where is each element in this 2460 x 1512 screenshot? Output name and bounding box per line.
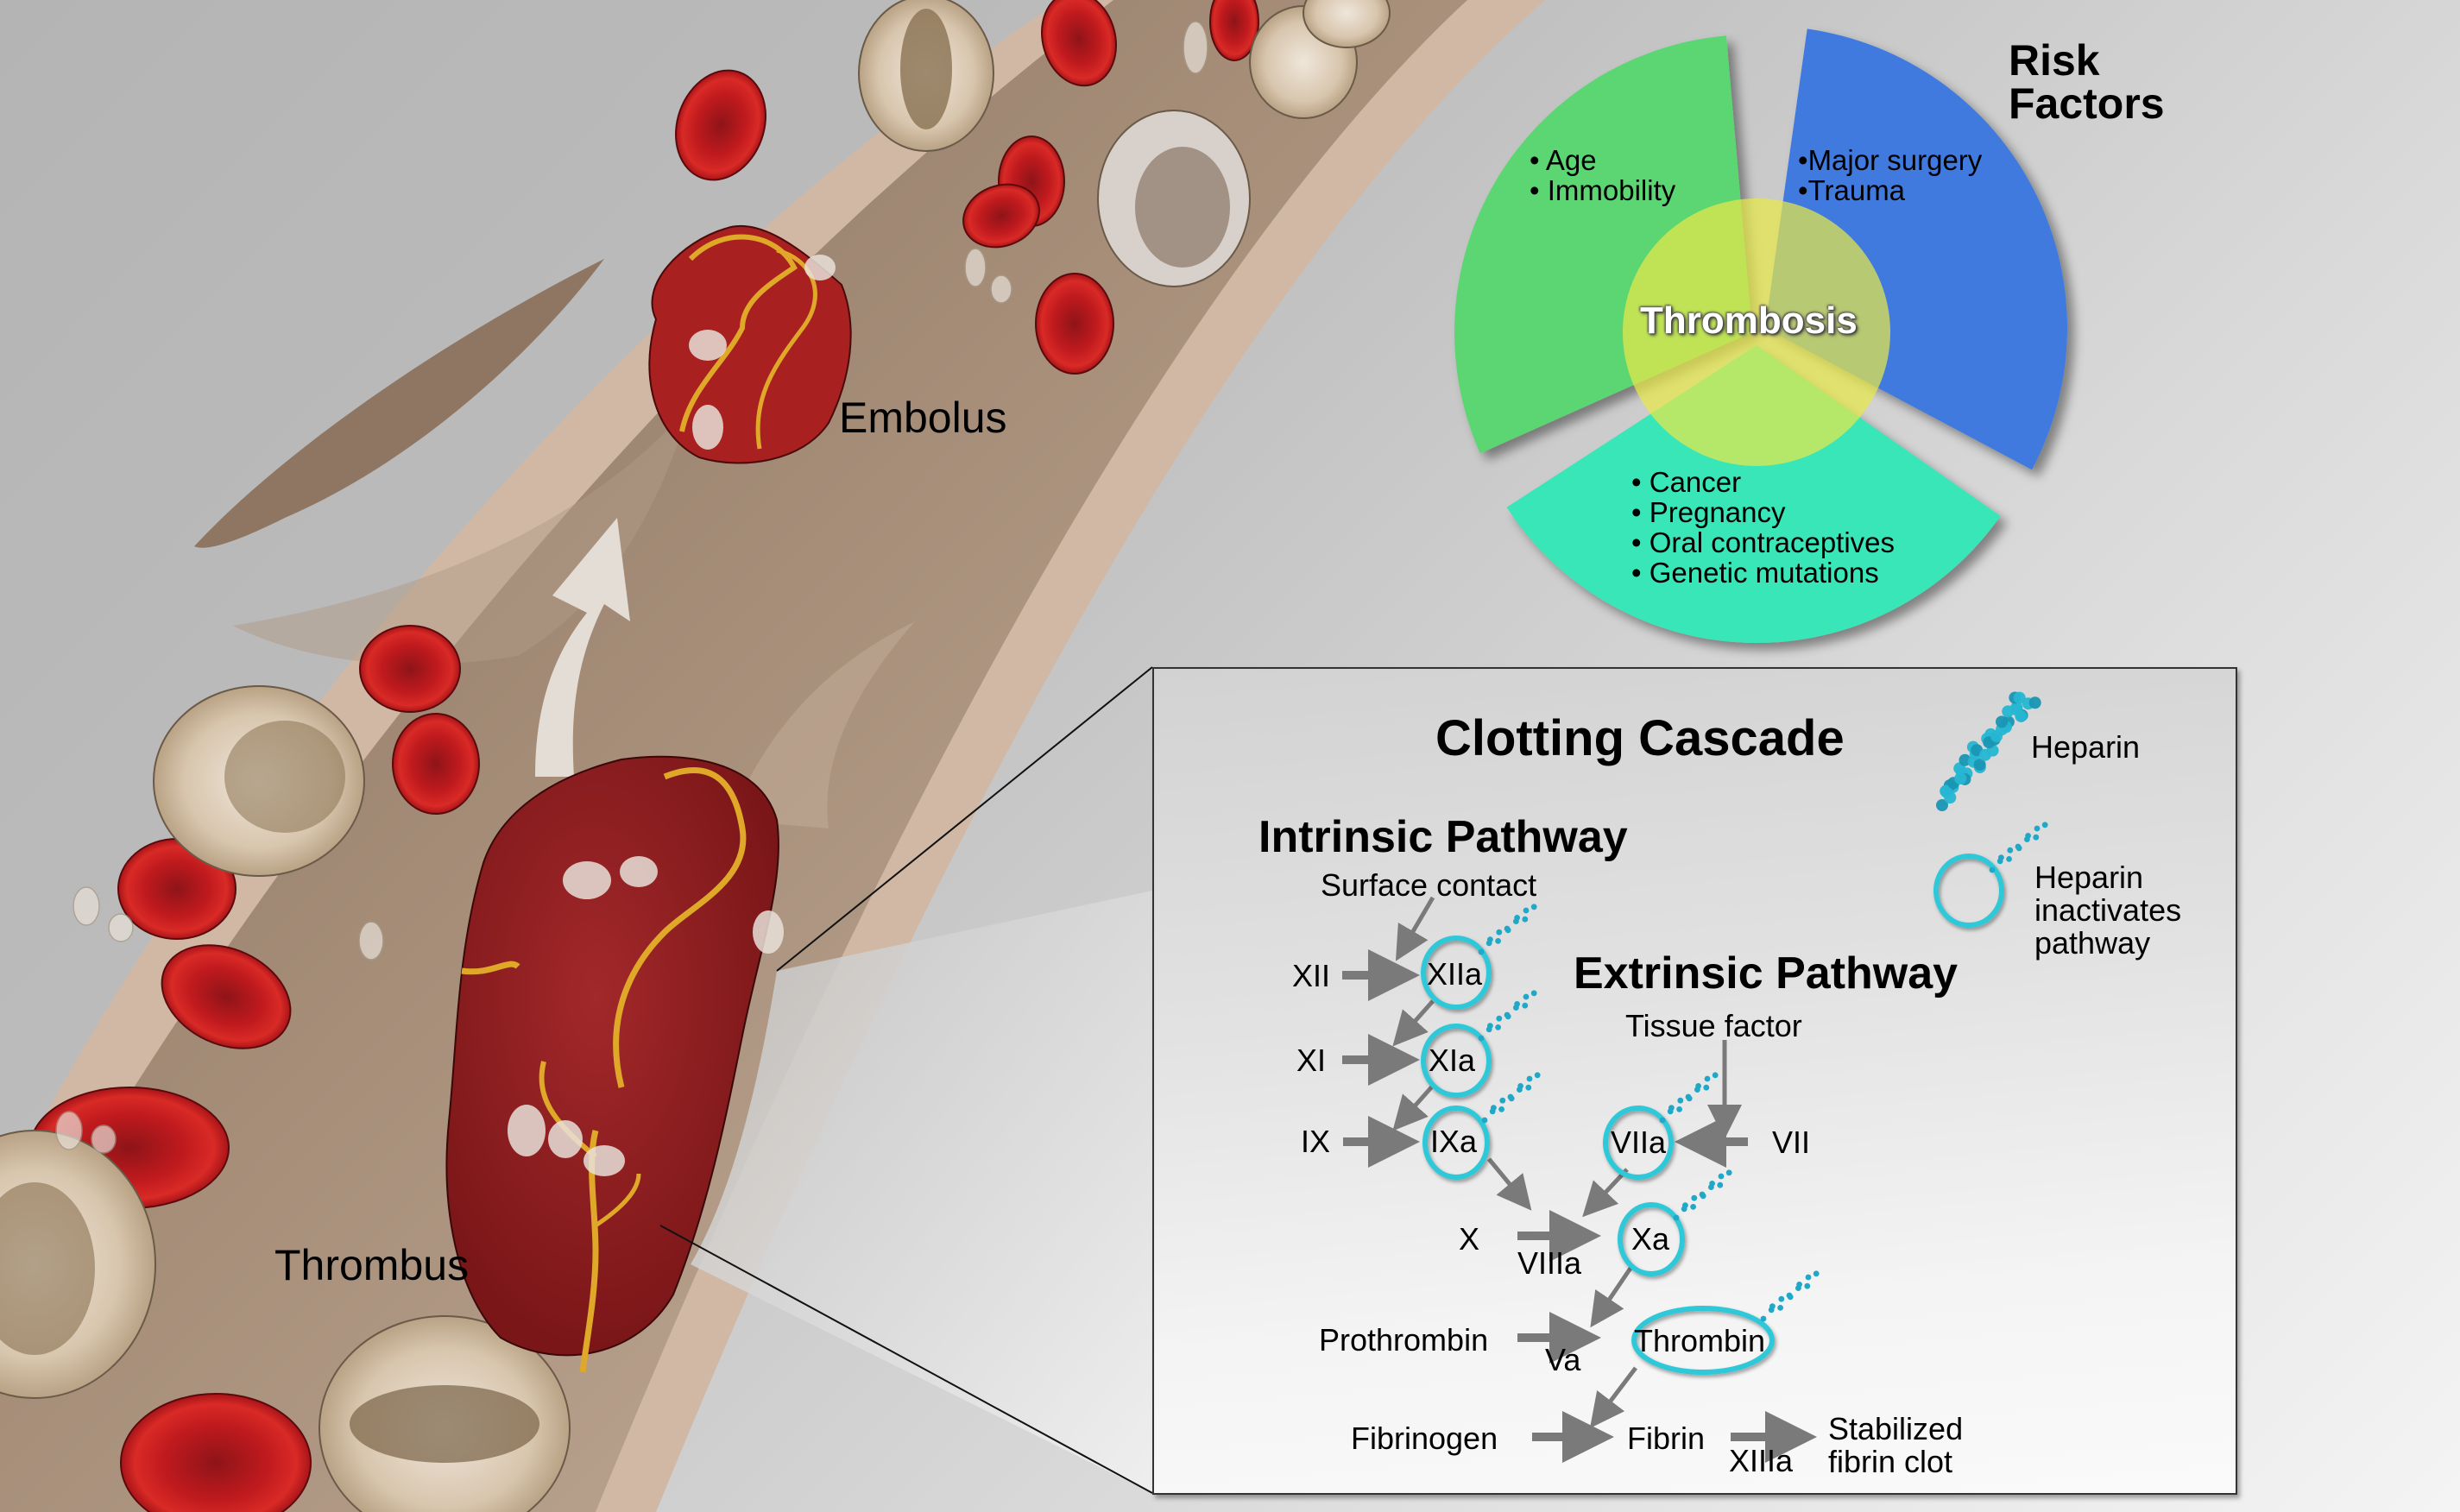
red-blood-cell <box>1209 0 1259 61</box>
factor-xiia: XIIa <box>1427 956 1483 992</box>
risk-list-teal: • Cancer • Pregnancy • Oral contraceptiv… <box>1631 467 1895 588</box>
white-blood-cell <box>1303 0 1391 48</box>
cofactor-va: Va <box>1545 1342 1581 1377</box>
risk-item: • Oral contraceptives <box>1631 526 1895 558</box>
platelet <box>55 1111 83 1150</box>
platelet <box>108 913 134 942</box>
red-blood-cell <box>359 625 461 713</box>
embolus <box>648 224 852 464</box>
legend-heparin-label: Heparin <box>2031 729 2141 765</box>
platelets <box>55 21 1208 1154</box>
platelet <box>964 248 987 287</box>
intrinsic-pathway-title: Intrinsic Pathway <box>1258 812 1628 862</box>
white-blood-cell-nucleus <box>1135 147 1230 268</box>
clot-line: fibrin clot <box>1828 1444 1953 1479</box>
risk-factors-title: Risk Factors <box>2009 39 2165 125</box>
callout-line-bottom <box>659 1225 1153 1494</box>
legend-line: Heparin <box>2034 860 2144 895</box>
branch-lumen <box>194 259 604 548</box>
factor-xia: XIa <box>1429 1043 1476 1078</box>
clotting-cascade-panel <box>1152 667 2237 1495</box>
risk-item: • Immobility <box>1530 174 1676 206</box>
risk-list-green: • Age • Immobility <box>1530 145 1675 205</box>
red-blood-cell <box>675 69 766 181</box>
factor-xi: XI <box>1296 1043 1327 1078</box>
red-blood-cell <box>1035 273 1114 375</box>
factor-xii: XII <box>1292 958 1331 993</box>
risk-title-line2: Factors <box>2009 79 2165 128</box>
thrombus-label: Thrombus <box>274 1241 470 1289</box>
stabilized-fibrin-clot-label: Stabilized fibrin clot <box>1828 1413 1963 1478</box>
red-blood-cell <box>392 713 480 815</box>
risk-item: • Pregnancy <box>1631 496 1786 528</box>
thrombin-label: Thrombin <box>1634 1323 1766 1358</box>
red-blood-cell <box>962 183 1040 249</box>
white-blood-cell-nucleus <box>900 9 952 129</box>
red-blood-cell <box>1041 0 1117 87</box>
fibrinogen-label: Fibrinogen <box>1351 1421 1498 1456</box>
factor-x: X <box>1459 1221 1480 1257</box>
risk-item: • Cancer <box>1631 466 1742 498</box>
thrombosis-label: Thrombosis <box>1640 299 1858 342</box>
factor-ix: IX <box>1301 1124 1331 1159</box>
surface-contact-label: Surface contact <box>1321 867 1537 903</box>
factor-viia: VIIa <box>1611 1125 1667 1160</box>
risk-item: •Trauma <box>1798 174 1906 206</box>
fibrin-label: Fibrin <box>1627 1421 1706 1456</box>
cofactor-xiiia: XIIIa <box>1729 1443 1794 1478</box>
white-blood-cells <box>0 0 1391 1512</box>
valve-leaflet <box>729 621 915 828</box>
platelet <box>990 274 1012 304</box>
platelet <box>91 1125 117 1154</box>
risk-title-line1: Risk <box>2009 36 2100 85</box>
extrinsic-pathway-title: Extrinsic Pathway <box>1574 948 1959 999</box>
factor-xa: Xa <box>1631 1221 1670 1257</box>
factor-vii: VII <box>1772 1125 1811 1160</box>
platelet <box>1183 21 1208 74</box>
legend-line: inactivates <box>2034 892 2182 928</box>
risk-item: • Genetic mutations <box>1631 557 1879 589</box>
white-blood-cell-nucleus <box>0 1182 95 1355</box>
red-blood-cell <box>161 944 292 1049</box>
vessel-lumen <box>0 0 1467 1512</box>
risk-item: • Age <box>1530 144 1597 176</box>
flow-arrow <box>535 518 630 777</box>
risk-list-blue: •Major surgery •Trauma <box>1798 145 1982 205</box>
callout-wedge <box>691 891 1152 1493</box>
cofactor-viiia: VIIIa <box>1517 1245 1582 1281</box>
legend-line: pathway <box>2034 925 2151 961</box>
cascade-title: Clotting Cascade <box>1435 710 1845 766</box>
legend-inactivates-label: Heparin inactivates pathway <box>2034 861 2181 960</box>
clot-line: Stabilized <box>1828 1411 1964 1446</box>
platelet <box>358 921 384 961</box>
thrombus <box>445 755 784 1373</box>
risk-item: •Major surgery <box>1798 144 1983 176</box>
platelet <box>73 886 100 926</box>
callout-line-top <box>776 666 1153 972</box>
prothrombin-label: Prothrombin <box>1319 1322 1489 1358</box>
white-blood-cell-nucleus <box>350 1385 539 1463</box>
tissue-factor-label: Tissue factor <box>1625 1008 1802 1043</box>
red-blood-cell <box>120 1393 312 1512</box>
factor-ixa: IXa <box>1430 1124 1478 1159</box>
embolus-label: Embolus <box>839 394 1007 442</box>
white-blood-cell-nucleus <box>224 721 345 833</box>
red-blood-cells <box>29 0 1259 1512</box>
